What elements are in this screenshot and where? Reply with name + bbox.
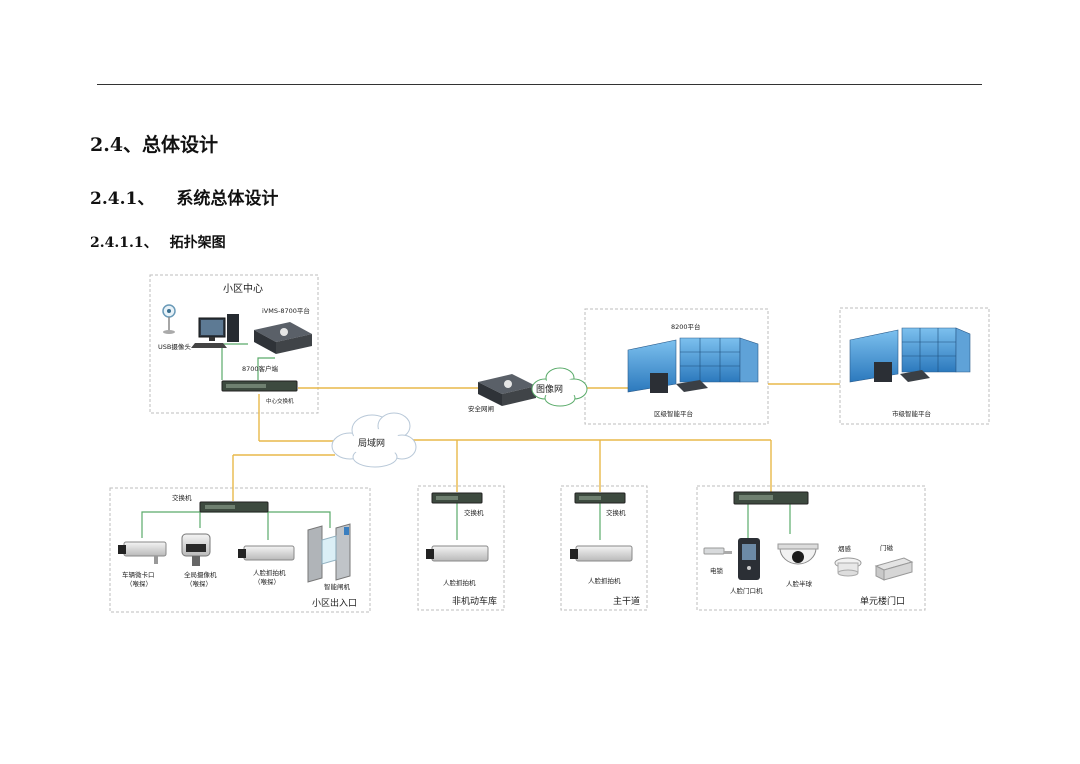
entrance-device-4-line1: 智能闸机 [324,582,351,591]
image-net-cloud-icon [531,367,588,407]
smart-turnstile-icon [307,523,351,583]
client-label: 8700客户端 [242,364,279,373]
road-caption: 主干道 [613,595,640,607]
road-device-label: 人脸抓拍机 [588,576,621,585]
tap-center-platform [257,357,275,380]
entrance-caption: 小区出入口 [312,597,357,609]
lan-label: 局域网 [358,437,385,449]
heading-number: 2.4.1.1、 [90,235,158,251]
tap-entrance-row [141,511,331,538]
garage-switch-label: 交换机 [464,508,484,517]
ivms-platform-label: iVMS-8700平台 [262,306,310,315]
zone-garage [417,485,505,611]
entrance-device-1-line2: （喉探） [126,579,152,588]
zone-unit [696,485,926,611]
smoke-detector-label: 烟感 [838,544,852,553]
unit-caption: 单元楼门口 [860,595,905,607]
computer-icon [191,314,239,348]
face-capture-camera-icon [238,545,295,561]
gateway-label: 安全网闸 [468,404,494,413]
zone-boxes [109,274,990,613]
usb-camera-label: USB摄像头 [158,342,191,351]
door-sensor-label: 门磁 [880,543,894,552]
entrance-device-2-line1: 全局摄像机 [184,570,217,579]
heading-2-4-1: 2.4.1、 系统总体设计 [90,184,278,209]
image-net-label: 图像网 [536,383,563,395]
garage-face-camera-icon [426,545,489,562]
panoramic-camera-icon [181,533,211,566]
garage-caption: 非机动车库 [452,595,497,607]
zone-road [560,485,648,611]
road-switch-icon [574,492,626,504]
city-video-wall-icon [849,327,971,383]
heading-2-4: 2.4、总体设计 [90,134,219,156]
road-switch-label: 交换机 [606,508,626,517]
entrance-device-3-line1: 人脸抓拍机 [253,568,286,577]
lan-cloud-icon [331,412,417,468]
entrance-device-1-line1: 车辆微卡口 [122,570,155,579]
vehicle-checkpoint-camera-icon [118,541,167,564]
zone-community-center [149,274,319,414]
district-platform-caption: 区级智能平台 [654,409,693,418]
face-dome-camera-icon [777,543,819,565]
face-dome-camera-label: 人脸半球 [786,579,813,588]
road-face-camera-icon [570,545,633,562]
core-switch-label: 中心交换机 [266,397,294,405]
face-door-station-label: 人脸门口机 [730,586,763,595]
door-sensor-icon [874,557,914,581]
core-switch-icon [221,380,298,392]
garage-switch-icon [431,492,483,504]
tap-center-client [221,343,248,380]
district-platform-title: 8200平台 [671,322,701,331]
gateway-icon [478,374,536,406]
smoke-detector-icon [834,557,862,577]
backbone-links [232,383,840,501]
heading-title: 系统总体设计 [176,189,279,209]
entrance-device-2-line2: （喉探） [186,579,212,588]
header-rule [97,84,982,85]
electric-lock-icon [703,547,732,555]
community-center-title: 小区中心 [223,282,263,295]
electric-lock-label: 电锁 [710,566,724,575]
face-door-station-icon [738,538,760,580]
zone-city-platform [839,307,990,425]
ivms-platform-icon [254,322,312,354]
entrance-switch-label: 交换机 [172,493,192,502]
entrance-device-3-line2: （喉探） [254,577,280,586]
heading-2-4-1-1: 2.4.1.1、拓扑架图 [90,232,226,252]
heading-title: 拓扑架图 [169,235,226,251]
usb-camera-icon [162,304,176,334]
unit-switch-icon [733,491,809,505]
entrance-switch-icon [199,501,269,513]
heading-number: 2.4.1、 [90,189,155,209]
zone-district-platform [584,308,769,425]
city-platform-caption: 市级智能平台 [892,409,931,418]
district-video-wall-icon [627,337,759,393]
zone-entrance [109,487,371,613]
garage-device-label: 人脸抓拍机 [443,578,476,587]
